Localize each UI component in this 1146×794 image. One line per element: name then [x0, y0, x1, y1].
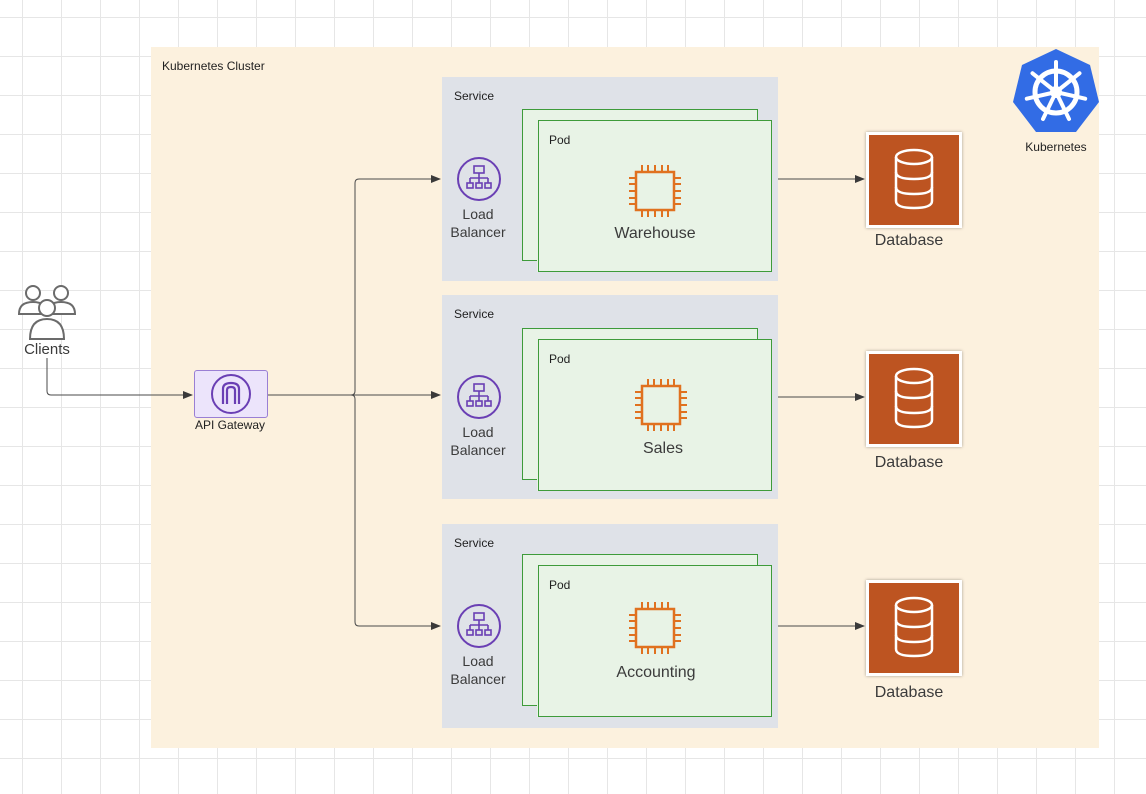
pod-name: Accounting	[616, 664, 696, 681]
pod-label: Pod	[549, 133, 571, 147]
kubernetes-label: Kubernetes	[1025, 140, 1087, 154]
database-label: Database	[874, 454, 944, 471]
gateway-to-warehouse-connector	[268, 175, 441, 396]
pod-accounting[interactable]: Pod Accounting	[538, 565, 772, 717]
cpu-chip-icon	[629, 165, 681, 217]
api-gateway-icon	[211, 374, 251, 414]
cluster-label: Kubernetes Cluster	[162, 59, 265, 73]
pod-sales[interactable]: Pod Sales	[538, 339, 772, 491]
database-icon	[894, 367, 934, 429]
kubernetes-icon	[1013, 49, 1099, 132]
database-label: Database	[874, 232, 944, 249]
database-node[interactable]	[866, 351, 962, 447]
clients-to-gateway-connector	[46, 358, 193, 399]
pod-warehouse[interactable]: Pod Warehouse	[538, 120, 772, 272]
database-node[interactable]	[866, 580, 962, 676]
database-node[interactable]	[866, 132, 962, 228]
database-icon	[894, 148, 934, 210]
pod-name: Warehouse	[614, 225, 696, 242]
database-icon	[894, 596, 934, 658]
load-balancer-icon	[457, 375, 501, 419]
api-gateway-node[interactable]	[194, 370, 268, 418]
service-label: Service	[454, 536, 495, 550]
gateway-to-accounting-connector	[268, 394, 441, 630]
service-label: Service	[454, 89, 495, 103]
cpu-chip-icon	[629, 602, 681, 654]
service-label: Service	[454, 307, 495, 321]
clients-label: Clients	[24, 341, 70, 358]
pod-label: Pod	[549, 578, 571, 592]
database-label: Database	[874, 684, 944, 701]
api-gateway-label: API Gateway	[194, 418, 266, 432]
cpu-chip-icon	[635, 379, 687, 431]
pod-name: Sales	[642, 440, 684, 457]
pod-label: Pod	[549, 352, 571, 366]
users-icon	[17, 285, 77, 340]
load-balancer-icon	[457, 157, 501, 201]
load-balancer-icon	[457, 604, 501, 648]
